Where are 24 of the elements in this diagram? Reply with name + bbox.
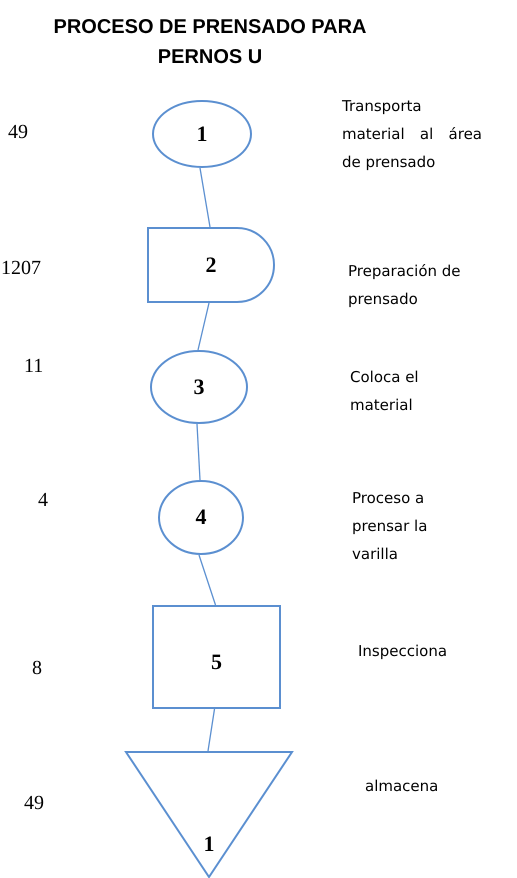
step-description: Proceso a prensar la varilla bbox=[352, 488, 428, 565]
step-number: 4 bbox=[194, 504, 208, 530]
time-value: 49 bbox=[24, 791, 44, 815]
time-value: 8 bbox=[32, 656, 42, 680]
diagram-title: PROCESO DE PRENSADO PARA PERNOS U bbox=[52, 15, 368, 70]
connector-line bbox=[207, 708, 216, 752]
step-description: Inspecciona bbox=[358, 641, 448, 662]
connector-line bbox=[198, 554, 216, 606]
step-number: 5 bbox=[210, 649, 223, 675]
time-value: 4 bbox=[38, 488, 48, 512]
step-number: 3 bbox=[192, 374, 206, 400]
time-value: 1207 bbox=[1, 256, 41, 280]
step-number: 1 bbox=[196, 121, 208, 147]
connector-line bbox=[197, 302, 210, 350]
step-description: almacena bbox=[365, 776, 440, 797]
step-number: 1 bbox=[202, 831, 216, 857]
step-description: Coloca el material bbox=[350, 367, 420, 416]
step-description: Transporta material al área de prensado bbox=[342, 96, 482, 173]
time-value: 11 bbox=[24, 354, 44, 378]
step-number: 2 bbox=[204, 252, 218, 278]
time-value: 49 bbox=[8, 120, 28, 144]
connector-line bbox=[196, 424, 201, 480]
step-description: Preparación de prensado bbox=[348, 261, 462, 310]
connector-line bbox=[199, 168, 211, 228]
